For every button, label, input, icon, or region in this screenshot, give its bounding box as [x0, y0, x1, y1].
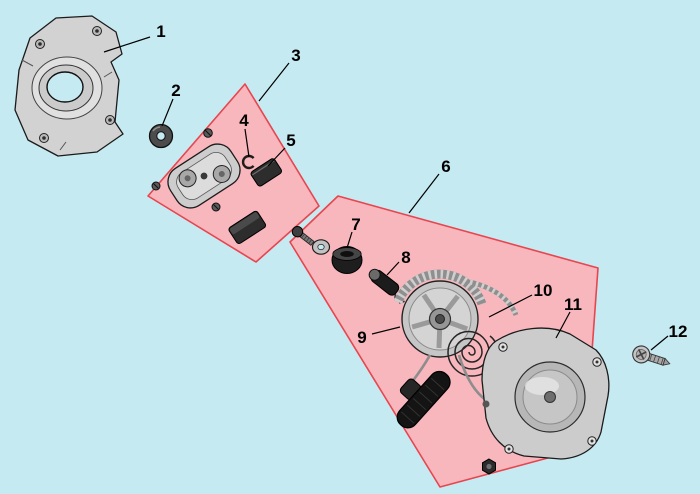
- callout-line-5: [267, 147, 286, 167]
- part-nut: [482, 458, 496, 475]
- part-small-screws: [151, 128, 221, 212]
- part-starter-handle: [396, 370, 451, 429]
- part-recoil-housing: [481, 327, 610, 460]
- callout-label-3: 3: [291, 46, 300, 65]
- part-flat-washer: [311, 239, 331, 255]
- callout-label-2: 2: [171, 81, 180, 100]
- callout-line-4: [244, 128, 250, 158]
- part-pawl-carrier-plate: [167, 143, 241, 209]
- callout-label-6: 6: [441, 157, 450, 176]
- callout-line-9: [371, 326, 401, 335]
- callout-label-11: 11: [564, 295, 582, 314]
- callout-line-12: [650, 335, 669, 351]
- part-bolt: [291, 225, 315, 246]
- part-e-clip: [241, 154, 255, 170]
- part-ratchet-hub: [331, 246, 363, 274]
- callout-label-4: 4: [239, 111, 249, 130]
- callout-line-3: [258, 62, 290, 102]
- callout-label-7: 7: [351, 215, 360, 234]
- callout-label-5: 5: [286, 131, 295, 150]
- callout-line-11: [555, 311, 571, 339]
- callout-line-8: [386, 261, 400, 276]
- part-mounting-screw: [632, 345, 671, 366]
- part-crankcase-housing: [14, 15, 124, 157]
- callout-line-10: [488, 294, 533, 318]
- callout-line-7: [346, 231, 353, 249]
- callout-label-1: 1: [156, 22, 165, 41]
- callout-label-8: 8: [401, 248, 410, 267]
- callout-label-10: 10: [534, 281, 553, 300]
- part-washer: [148, 123, 174, 149]
- part-pawl-spring: [368, 268, 405, 304]
- part-rope-pulley: [393, 269, 519, 358]
- part-friction-pad-lower: [228, 210, 267, 244]
- callout-label-9: 9: [357, 328, 366, 347]
- callout-line-6: [408, 173, 440, 214]
- callout-line-2: [161, 98, 174, 127]
- callout-label-12: 12: [669, 322, 688, 341]
- callout-line-1: [103, 36, 151, 53]
